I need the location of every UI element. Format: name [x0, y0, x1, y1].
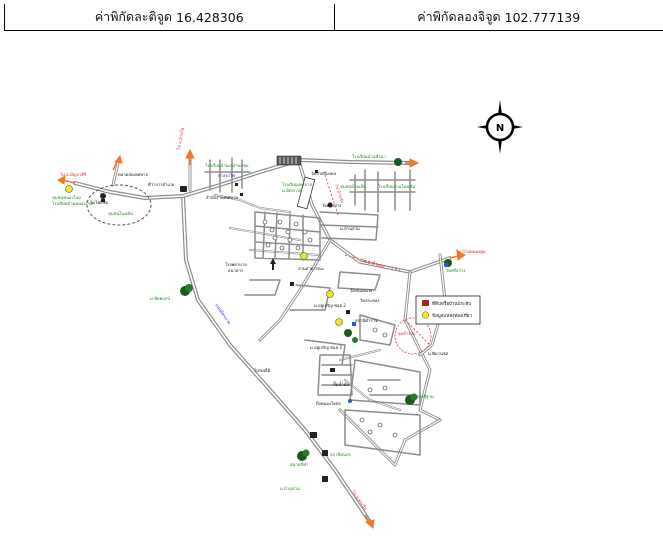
map-label: ไป อ.มัญจาคีรี [59, 171, 87, 177]
map-label: ทางรถไฟ [218, 172, 235, 178]
latitude-value: 16.428306 [176, 9, 244, 25]
map-label: ม.บ้านสวน [340, 226, 360, 231]
target-area-outline [394, 317, 432, 355]
map-label: จุดสำรวจ [398, 331, 416, 337]
direction-arrows [57, 148, 466, 529]
map-label: ม.บ้านสวน [280, 486, 300, 491]
map-label: โรงเรียนบ้านเหล่านกชุม [205, 163, 249, 169]
map-label: ไป บ้านหนองตูม [455, 248, 486, 255]
red-road-markers [324, 174, 431, 346]
coordinate-bar: ค่าพิกัดละติจูด 16.428306 ค่าพิกัดลองจิจ… [4, 4, 663, 31]
map-label: โรงเรียนเทศบาล [282, 182, 312, 187]
legend-label-2: ข้อมูลแหล่งท่องเที่ยว [432, 312, 472, 319]
building-block [296, 176, 316, 210]
map-label: ไป อ.บ้านไผ่ [175, 127, 185, 152]
latitude-cell: ค่าพิกัดละติจูด 16.428306 [4, 4, 335, 30]
water-icons [348, 262, 449, 403]
map-label: โรงเรียนบ้านหนองโข่ง [52, 201, 93, 206]
map-label: ม.อยู่เจริญ ซอย 3 [310, 345, 342, 351]
latitude-label: ค่าพิกัดละติจูด [94, 9, 173, 24]
map-label: วัดศรีสว่าง [446, 268, 465, 273]
map-label: ไป อ.น้ำพอง [361, 257, 385, 269]
map-label: ปั๊มน้ำมัน [333, 381, 349, 387]
map-label: สำนักงานเทศบาล [206, 195, 238, 200]
legend: ที่ดินหรือบ้านประทับ ข้อมูลแหล่งท่องเที่… [415, 295, 481, 325]
map-label: วัดศรีสว่าง [322, 203, 341, 208]
legend-swatch-1 [422, 300, 429, 306]
map-label: สวนสาธารณะ [298, 266, 324, 271]
longitude-cell: ค่าพิกัดลองจิจูด 102.777139 [335, 4, 663, 30]
longitude-value: 102.777139 [504, 9, 581, 25]
map-label: ม.มิตรภาพ [282, 188, 302, 193]
map-label: ม.อยู่เจริญ ซอย 2 [314, 303, 346, 309]
map-label: วัดสระทอง [360, 298, 379, 303]
map-label: ม.พิมานชล [428, 351, 449, 356]
map-label: ชุมชนศรีฐาน [410, 394, 434, 400]
poi-markers [65, 185, 343, 326]
map-label: ชุมชนโนนทัน [108, 211, 133, 217]
map-label: ชุมชนหนองโข่ง [52, 195, 81, 201]
map-label: วัดป่าศรีมงคล [311, 171, 337, 176]
map-label: สถานีขนส่ง [330, 452, 351, 457]
community-area-outline [86, 184, 152, 226]
map-label: ธนาคาร [228, 268, 244, 273]
tree-icons [180, 158, 452, 461]
map-label: โรงเรียนบ้านโนนทัน [378, 184, 415, 189]
map-label: ชุมชนบ้านเป็ด [340, 183, 366, 190]
map-label: สนามกีฬา [290, 462, 308, 467]
map-label: ไปรษณีย์ [253, 367, 271, 373]
house-icons [262, 219, 398, 438]
map-label: ที่ว่าการอำเภอ [148, 181, 175, 187]
station-icon [276, 155, 302, 166]
map-label: ตลาดสดเทศบาล [118, 172, 148, 177]
map-label: ถนนมิตรภาพ [214, 303, 232, 326]
map-label: โรงพยาบาล [225, 262, 247, 267]
north-letter: N [496, 123, 504, 134]
map-label: สถานีตำรวจ [355, 318, 378, 323]
map-label: บึงหนองโคตร [316, 401, 342, 406]
legend-swatch-2 [421, 311, 430, 319]
map-label: โรงเรียนบ้านหัวนา [352, 154, 386, 159]
building-icons [180, 170, 350, 482]
temple-icons [100, 193, 333, 270]
map-label: ม.ชัยพฤกษ์ [150, 296, 170, 301]
legend-label-1: ที่ดินหรือบ้านประทับ [432, 300, 471, 307]
longitude-label: ค่าพิกัดลองจิจูด [417, 9, 501, 24]
map-label: วัดโพธิ์ชัย [90, 199, 108, 205]
map-label: วัดหนองแวง [350, 288, 372, 293]
compass-rose-icon: N [477, 100, 523, 154]
